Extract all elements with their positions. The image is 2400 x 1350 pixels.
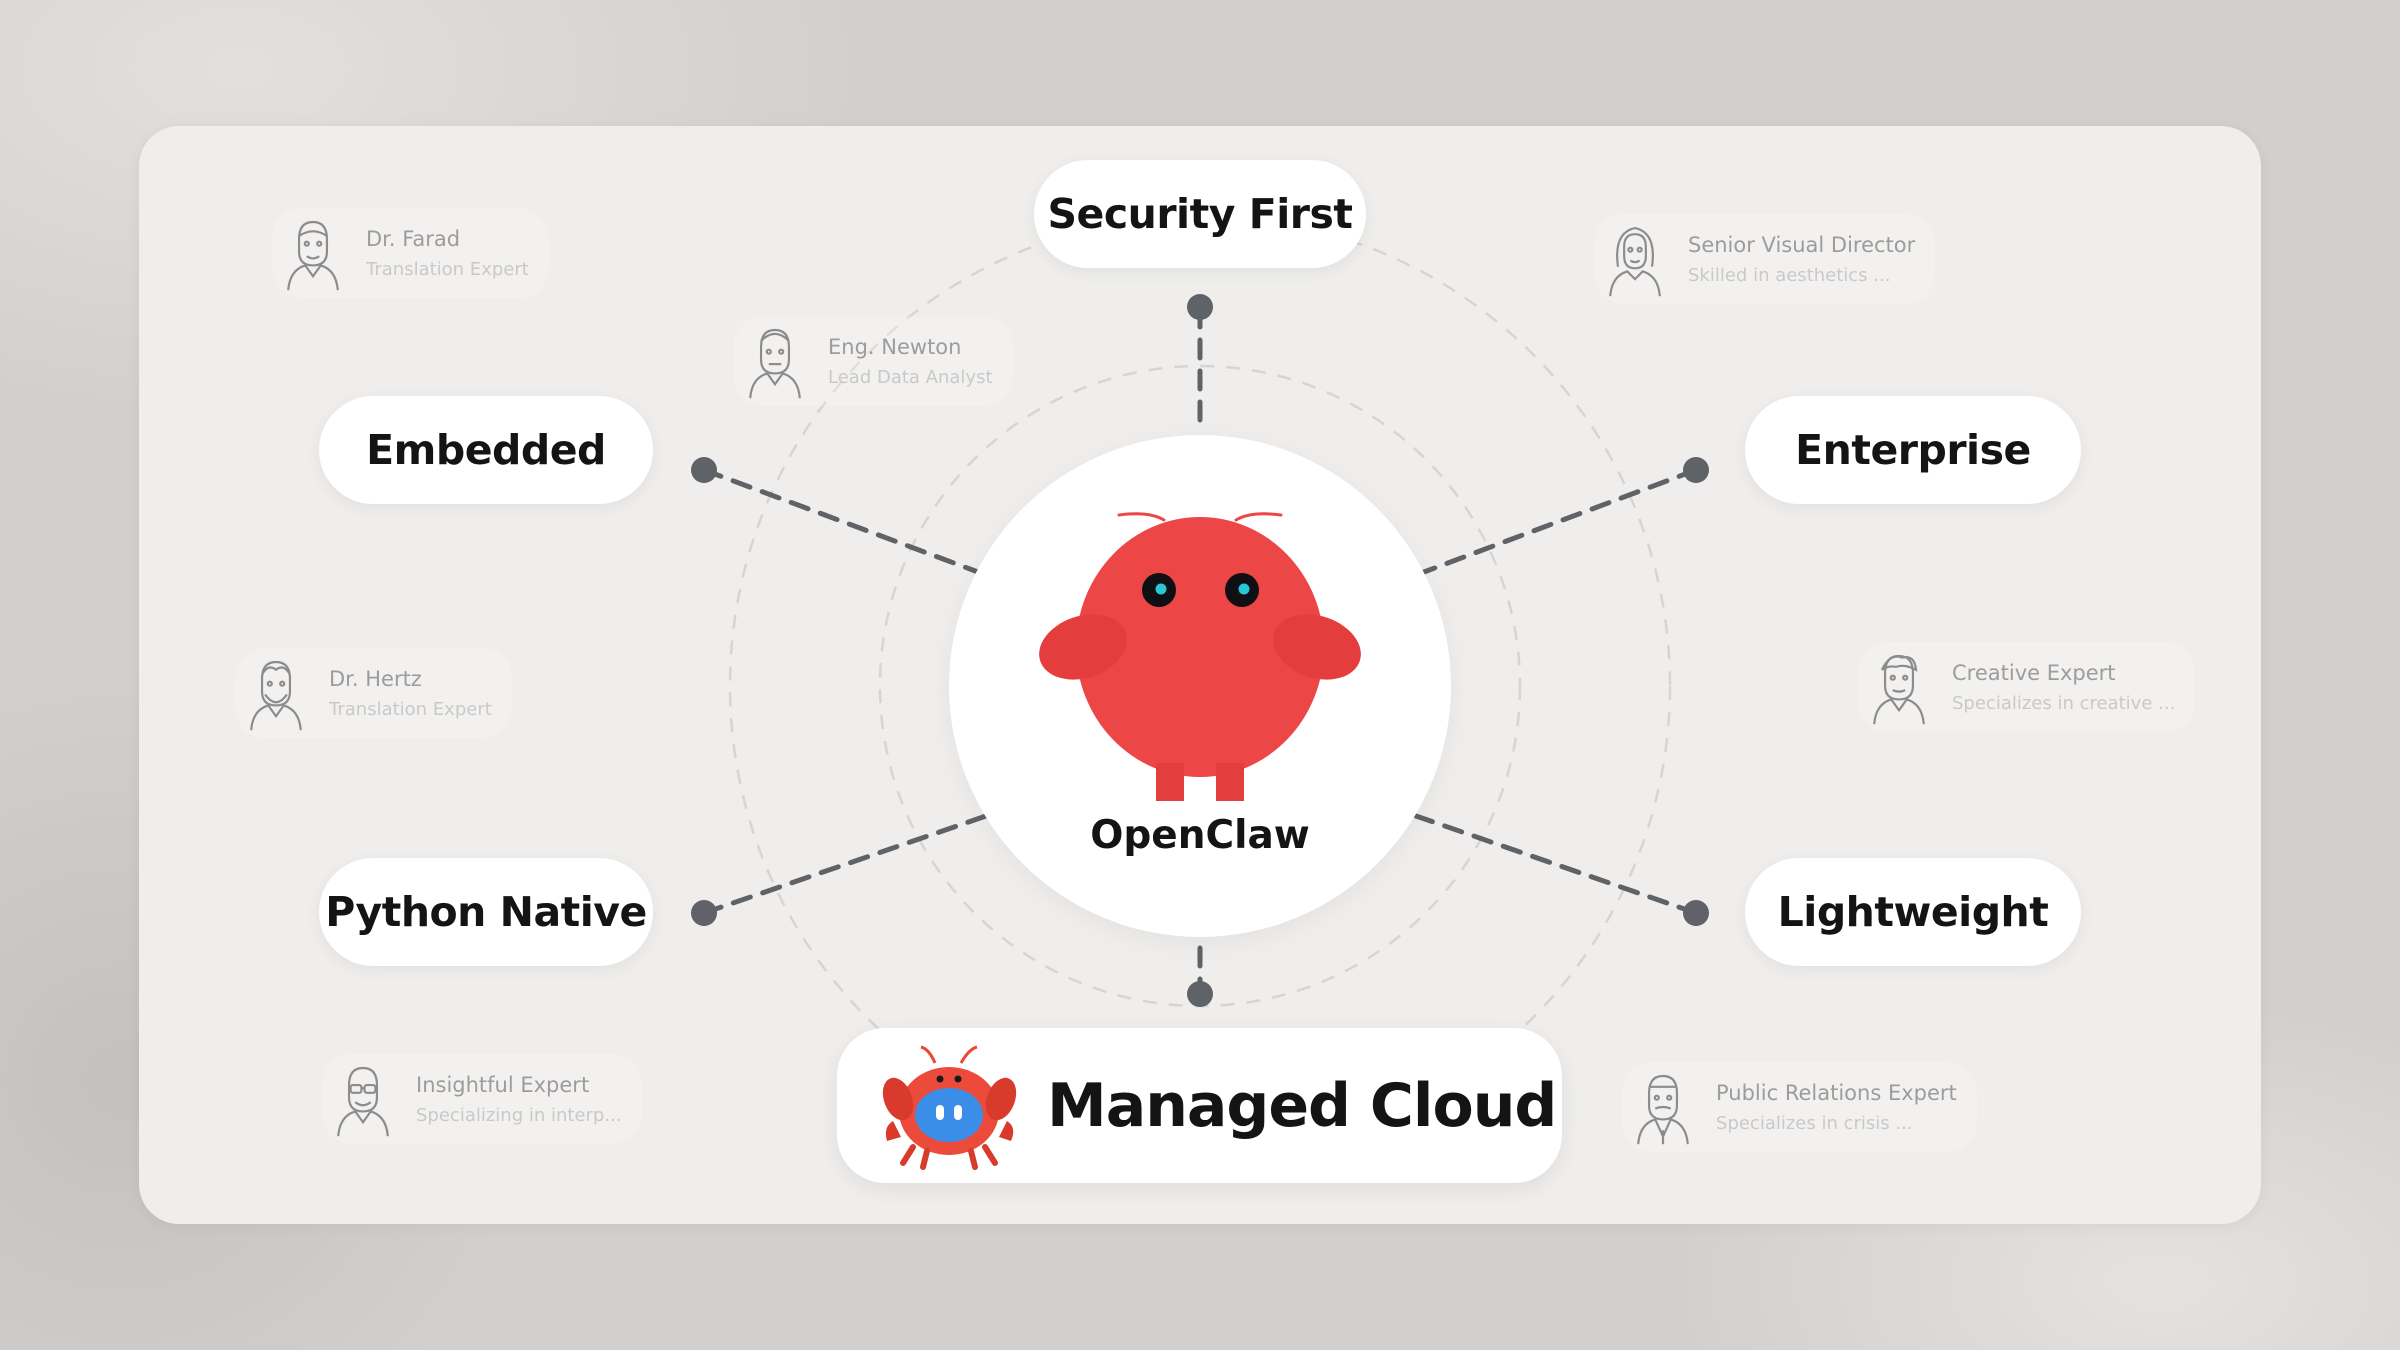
openclaw-hub: OpenClaw — [949, 435, 1451, 937]
person-sketch-icon — [250, 660, 302, 731]
persona-name: Dr. Farad — [366, 226, 461, 251]
persona-role: Translation Expert — [366, 258, 529, 280]
persona-name: Insightful Expert — [416, 1072, 590, 1097]
persona-role: Specializes in crisis ... — [1716, 1112, 1913, 1134]
persona-creative-expert: Creative Expert Specializes in creative … — [1858, 642, 2196, 732]
person-sketch-icon — [337, 1066, 389, 1137]
feature-enterprise: Enterprise — [1745, 396, 2081, 504]
persona-public-relations-expert: Public Relations Expert Specializes in c… — [1622, 1062, 1977, 1152]
feature-python-native: Python Native — [319, 858, 653, 966]
persona-role: Translation Expert — [329, 698, 492, 720]
persona-eng-newton: Eng. Newton Lead Data Analyst — [734, 316, 1013, 406]
managed-cloud-label: Managed Cloud — [1047, 1070, 1557, 1141]
feature-security-first: Security First — [1034, 160, 1366, 268]
persona-role: Lead Data Analyst — [828, 366, 993, 388]
feature-embedded: Embedded — [319, 396, 653, 504]
person-sketch-icon — [1637, 1074, 1689, 1145]
person-sketch-icon — [1873, 654, 1925, 725]
hub-label: OpenClaw — [1090, 813, 1310, 858]
persona-insightful-expert: Insightful Expert Specializing in interp… — [322, 1054, 642, 1144]
persona-senior-visual-director: Senior Visual Director Skilled in aesthe… — [1594, 214, 1936, 304]
persona-name: Eng. Newton — [828, 334, 962, 359]
persona-dr-farad: Dr. Farad Translation Expert — [272, 208, 549, 298]
persona-name: Public Relations Expert — [1716, 1080, 1957, 1105]
persona-role: Skilled in aesthetics ... — [1688, 264, 1891, 286]
crab-mascot-icon — [882, 1045, 1017, 1170]
feature-lightweight: Lightweight — [1745, 858, 2081, 966]
persona-role: Specializing in interp... — [416, 1104, 622, 1126]
persona-name: Senior Visual Director — [1688, 232, 1916, 257]
openclaw-mascot-icon — [1039, 512, 1361, 801]
person-sketch-icon — [1609, 226, 1661, 297]
persona-name: Creative Expert — [1952, 660, 2116, 685]
persona-role: Specializes in creative ... — [1952, 692, 2176, 714]
feature-managed-cloud: Managed Cloud — [837, 1028, 1562, 1183]
persona-name: Dr. Hertz — [329, 666, 422, 691]
persona-dr-hertz: Dr. Hertz Translation Expert — [235, 648, 512, 738]
person-sketch-icon — [287, 220, 339, 291]
person-sketch-icon — [749, 328, 801, 399]
